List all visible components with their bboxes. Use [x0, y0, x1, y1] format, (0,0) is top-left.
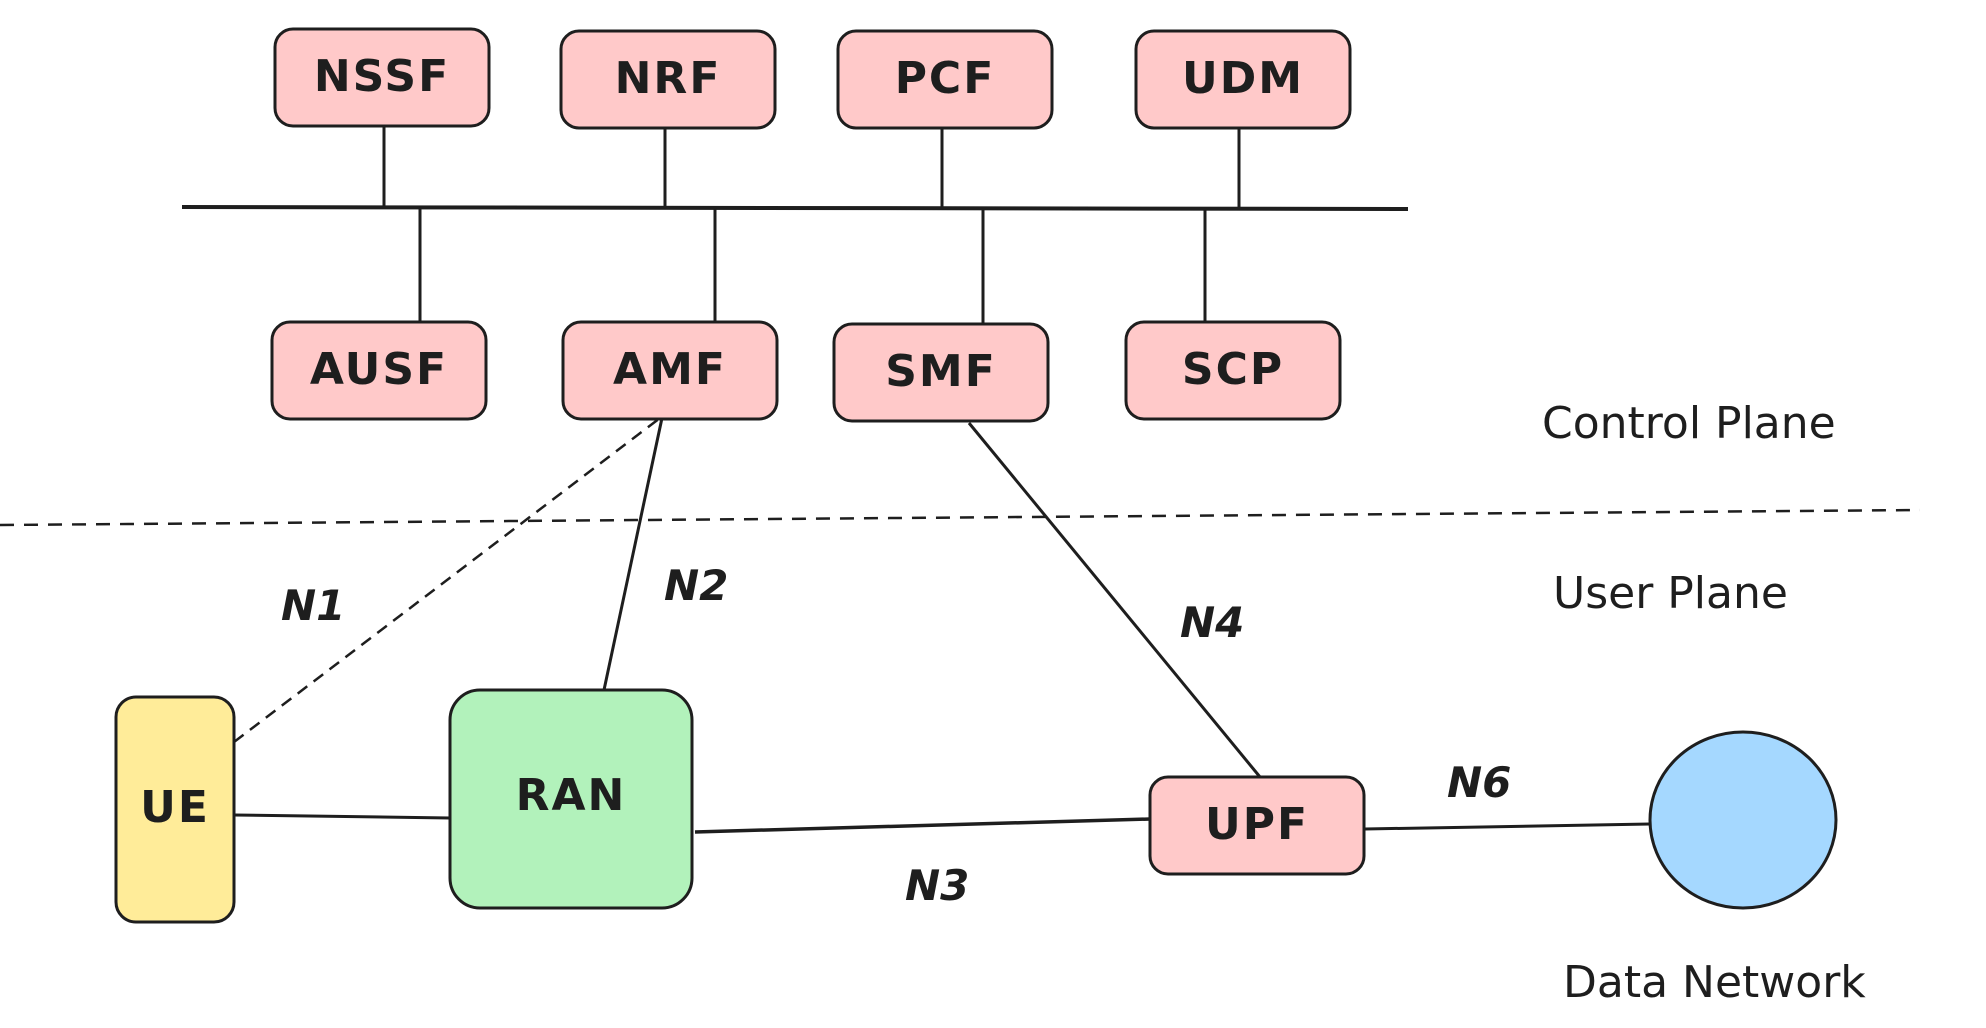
node-scp[interactable]: SCP	[1124, 320, 1342, 421]
node-scp-box	[1124, 320, 1342, 421]
service-bus-line	[181, 205, 1409, 211]
node-smf-label: SMF	[885, 346, 997, 397]
node-smf[interactable]: SMF	[832, 322, 1050, 423]
node-upf-label: UPF	[1205, 799, 1309, 850]
node-pcf[interactable]: PCF	[836, 29, 1054, 130]
link-n1-line	[233, 417, 661, 743]
node-pcf-box	[836, 29, 1054, 130]
link-n4-line	[967, 422, 1262, 778]
node-ran-box	[448, 688, 694, 910]
node-amf[interactable]: AMF	[561, 320, 779, 421]
node-ue-label: UE	[140, 782, 210, 833]
node-ausf-label: AUSF	[310, 344, 448, 395]
node-smf-box	[832, 322, 1050, 423]
node-ausf[interactable]: AUSF	[270, 320, 488, 421]
link-n2-label: N2	[664, 561, 728, 610]
link-n6-label: N6	[1447, 758, 1511, 807]
node-upf-box	[1148, 775, 1366, 876]
node-nrf-box	[559, 29, 777, 130]
node-upf[interactable]: UPF	[1148, 775, 1366, 876]
node-pcf-label: PCF	[895, 53, 996, 104]
node-amf-box	[561, 320, 779, 421]
bus-connectors	[382, 126, 1241, 324]
node-ue[interactable]: UE	[114, 695, 236, 924]
node-nssf[interactable]: NSSF	[273, 27, 491, 128]
user-plane-label: User Plane	[1553, 568, 1788, 619]
node-ausf-box	[270, 320, 488, 421]
data-network-label: Data Network	[1563, 957, 1866, 1008]
node-ue-box	[114, 695, 236, 924]
link-n4-label: N4	[1180, 598, 1244, 647]
link-n2-line	[602, 417, 664, 691]
data-network-circle	[1648, 730, 1838, 910]
plane-separator	[0, 508, 1921, 527]
node-udm[interactable]: UDM	[1134, 29, 1352, 130]
ue-ran-line	[233, 813, 451, 820]
node-udm-label: UDM	[1182, 53, 1304, 104]
node-nssf-label: NSSF	[314, 51, 450, 102]
node-data-network[interactable]	[1648, 730, 1838, 910]
node-udm-box	[1134, 29, 1352, 130]
node-amf-label: AMF	[613, 344, 727, 395]
node-ran[interactable]: RAN	[448, 688, 694, 910]
link-n3-line	[694, 817, 1151, 834]
node-nrf-label: NRF	[615, 53, 722, 104]
link-n3-label: N3	[905, 861, 969, 910]
node-scp-label: SCP	[1182, 344, 1284, 395]
link-n6-line	[1364, 822, 1651, 831]
node-ran-label: RAN	[516, 770, 627, 821]
link-n1-label: N1	[281, 581, 345, 630]
control-plane-label: Control Plane	[1542, 398, 1836, 449]
node-nrf[interactable]: NRF	[559, 29, 777, 130]
node-nssf-box	[273, 27, 491, 128]
